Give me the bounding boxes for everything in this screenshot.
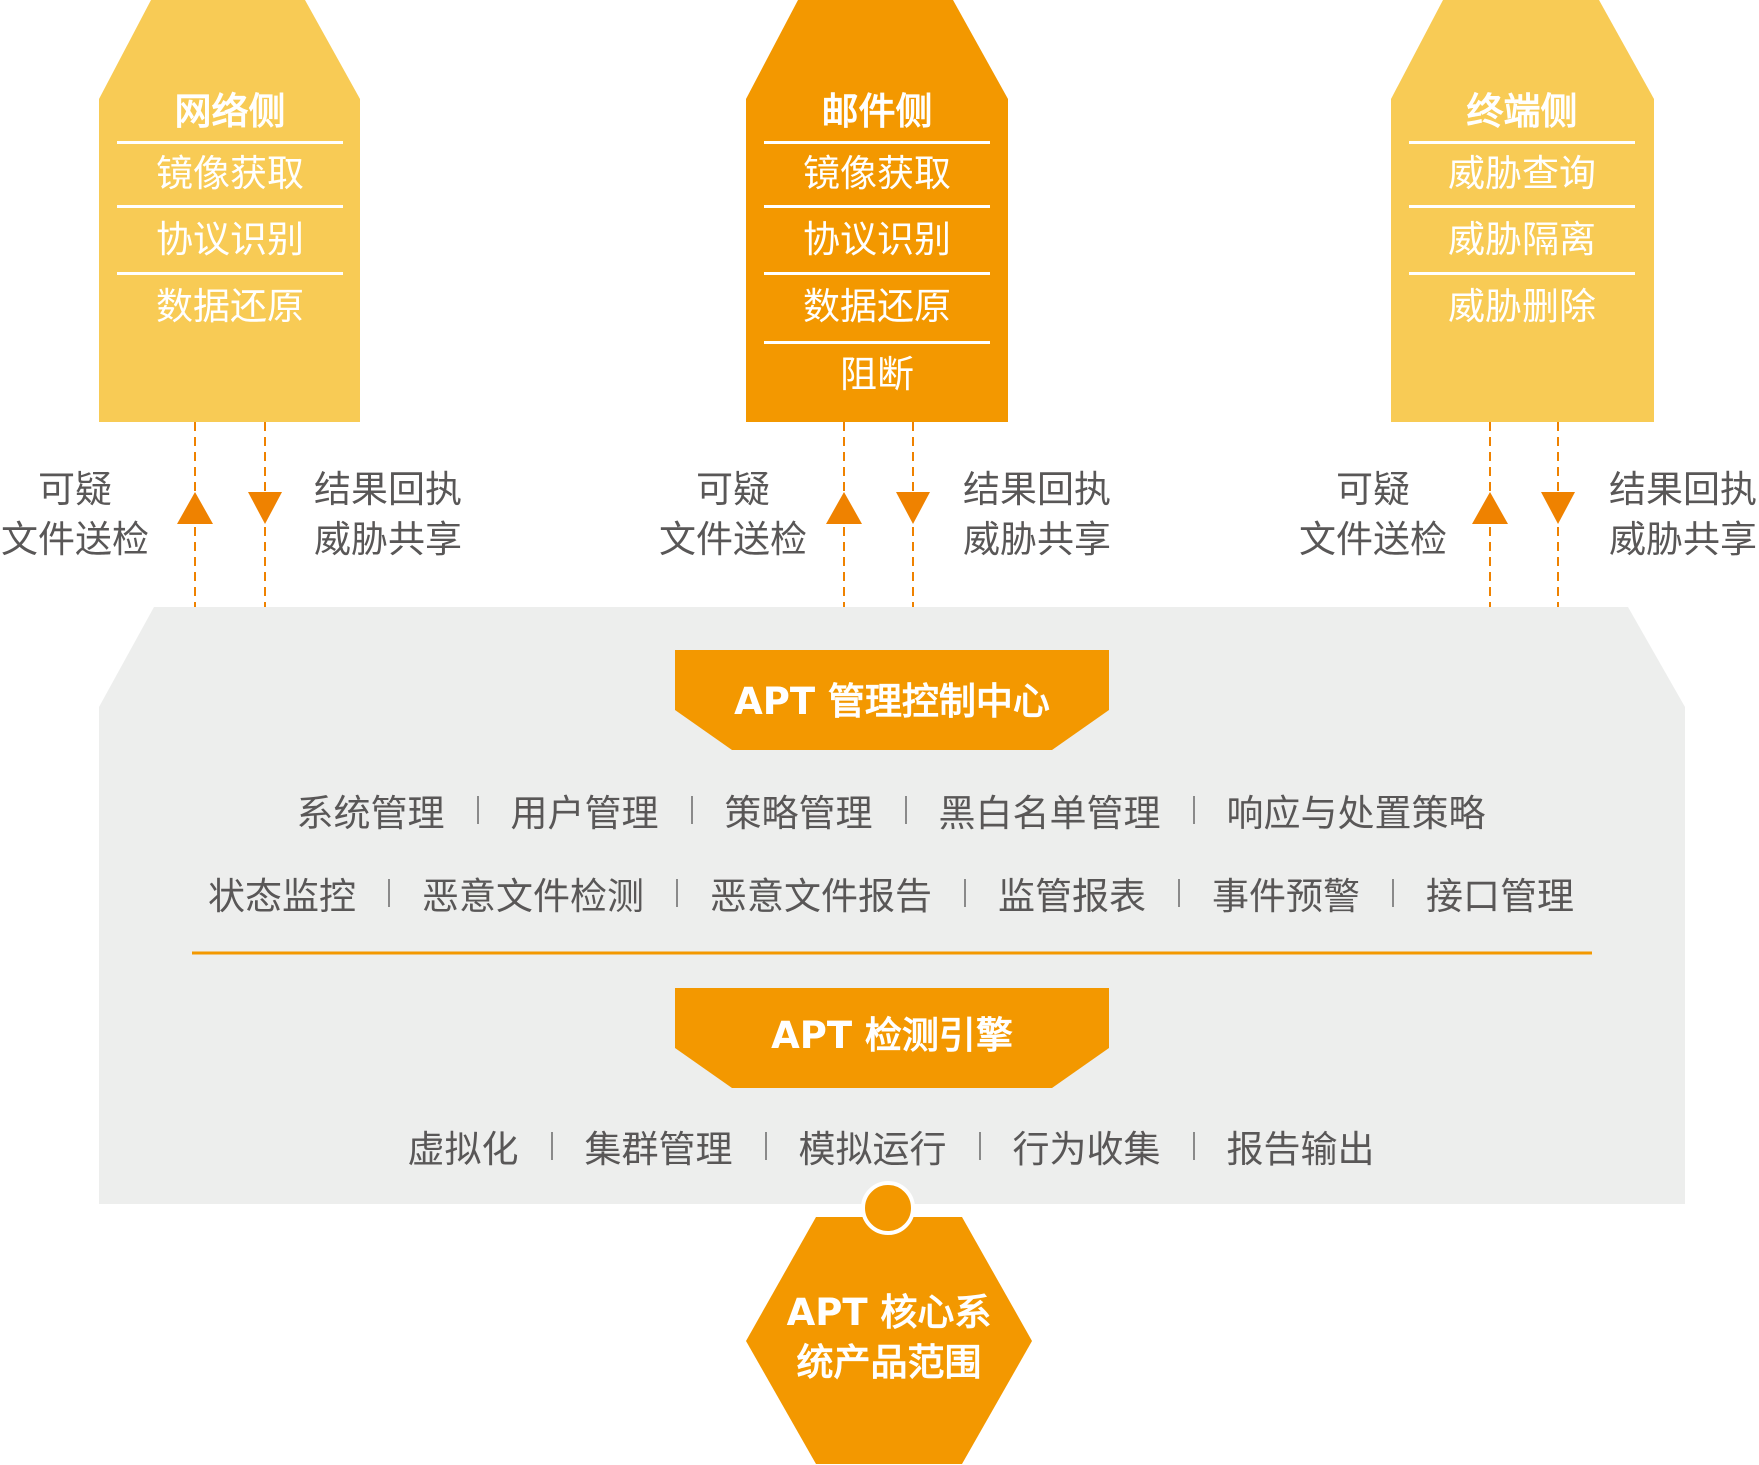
divider [764,272,990,275]
arrow-down-icon [896,492,930,524]
module-item: 响应与处置策略 [1226,792,1486,835]
separator [978,1132,981,1160]
module-item: 监管报表 [998,875,1146,918]
management-row-2: 状态监控 恶意文件检测 恶意文件报告 监管报表 事件预警 接口管理 [0,868,1759,918]
column-title: 网络侧 [174,90,286,133]
divider [1409,205,1635,208]
engine-row: 虚拟化 集群管理 模拟运行 行为收集 报告输出 [0,1121,1759,1171]
management-title: APT 管理控制中心 [734,680,1050,723]
separator [690,796,693,824]
arrow-up-icon [177,492,213,524]
module-item: 状态监控 [208,875,356,918]
result-return-label: 结果回执 [1609,468,1757,511]
module-item: 系统管理 [296,792,445,835]
column-title: 终端侧 [1466,90,1578,133]
column-item: 数据还原 [156,285,304,328]
threat-share-label: 威胁共享 [314,518,462,561]
module-item: 虚拟化 [407,1128,519,1171]
separator [1392,879,1394,907]
file-submit-label: 文件送检 [1,518,149,561]
divider [1409,272,1635,275]
separator [1178,879,1180,907]
connector-node [861,1181,915,1235]
column-item: 威胁删除 [1448,285,1596,328]
core-title-line-2: 统产品范围 [796,1341,982,1384]
result-return-label: 结果回执 [314,468,462,511]
endpoint-side-column: 终端侧 威胁查询 威胁隔离 威胁删除 [1391,0,1653,422]
engine-title: APT 检测引擎 [771,1014,1013,1057]
arrow-up-icon [826,492,862,524]
column-item: 阻断 [840,353,914,396]
module-item: 用户管理 [510,792,659,835]
divider [764,141,990,144]
column-item: 威胁查询 [1448,152,1596,195]
column-item: 协议识别 [156,218,304,261]
column-title: 邮件侧 [821,90,933,133]
separator [1192,796,1195,824]
separator [1192,1132,1195,1160]
divider [764,205,990,208]
divider [117,141,343,144]
platform-panel [99,607,1685,1204]
core-hexagon [746,1217,1032,1464]
module-item: 恶意文件报告 [710,875,932,918]
suspicious-label: 可疑 [38,468,112,511]
result-return-label: 结果回执 [963,468,1111,511]
divider [117,272,343,275]
management-banner [675,650,1109,750]
module-item: 报告输出 [1226,1128,1375,1171]
separator [904,796,907,824]
separator [476,796,479,824]
module-item: 事件预警 [1212,875,1360,918]
column-item: 镜像获取 [156,152,304,195]
suspicious-label: 可疑 [1336,468,1410,511]
management-row-1: 系统管理 用户管理 策略管理 黑白名单管理 响应与处置策略 [0,785,1759,835]
separator [764,1132,767,1160]
engine-banner [675,988,1109,1088]
column-item: 威胁隔离 [1448,218,1596,261]
module-item: 行为收集 [1012,1128,1161,1171]
separator [388,879,390,907]
file-submit-label: 文件送检 [659,518,807,561]
column-item: 协议识别 [803,218,951,261]
module-item: 接口管理 [1426,875,1574,918]
threat-share-label: 威胁共享 [963,518,1111,561]
file-submit-label: 文件送检 [1299,518,1447,561]
mail-side-column: 邮件侧 镜像获取 协议识别 数据还原 阻断 [746,0,1008,422]
separator [550,1132,553,1160]
module-item: 黑白名单管理 [938,792,1161,835]
network-side-box [99,0,360,422]
column-item: 镜像获取 [803,152,951,195]
module-item: 模拟运行 [798,1128,947,1171]
column-item: 数据还原 [803,285,951,328]
core-title-line-1: APT 核心系 [786,1291,992,1334]
arrow-up-icon [1472,492,1508,524]
divider [764,341,990,344]
mail-side-box [746,0,1008,422]
divider [117,205,343,208]
module-item: 策略管理 [724,792,873,835]
module-item: 恶意文件检测 [422,875,644,918]
network-side-column: 网络侧 镜像获取 协议识别 数据还原 [99,0,361,422]
separator [676,879,678,907]
endpoint-side-box [1391,0,1654,422]
separator [964,879,966,907]
module-item: 集群管理 [584,1128,733,1171]
threat-share-label: 威胁共享 [1609,518,1757,561]
suspicious-label: 可疑 [696,468,770,511]
divider [1409,141,1635,144]
arrow-down-icon [248,492,282,524]
arrow-down-icon [1541,492,1575,524]
